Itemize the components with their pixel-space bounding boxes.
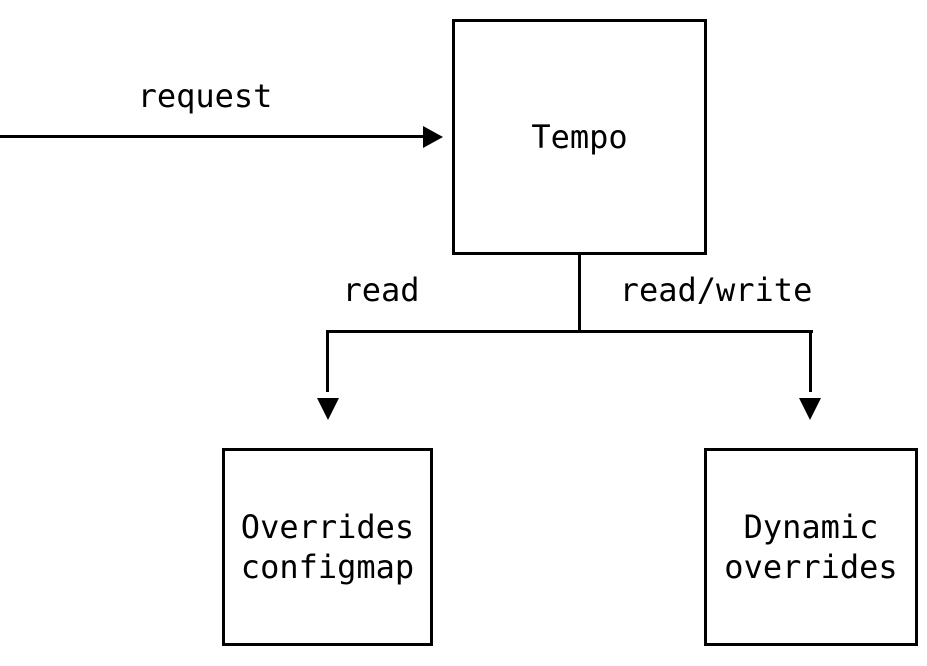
node-dynamic-overrides-label: Dynamic overrides xyxy=(724,508,898,586)
arrowhead-down-right-icon xyxy=(799,398,821,420)
request-edge-line xyxy=(0,135,424,138)
node-tempo-label: Tempo xyxy=(531,118,628,156)
node-overrides-configmap-label: Overrides configmap xyxy=(240,508,415,586)
read-branch-line xyxy=(326,330,329,392)
node-tempo: Tempo xyxy=(452,19,707,255)
edge-label-request: request xyxy=(137,77,273,115)
read-write-branch-line xyxy=(809,330,812,392)
branch-connector-line xyxy=(326,330,813,333)
tempo-stem-line xyxy=(578,255,581,333)
arrowhead-down-left-icon xyxy=(317,398,339,420)
node-dynamic-overrides: Dynamic overrides xyxy=(704,448,918,646)
node-overrides-configmap: Overrides configmap xyxy=(222,448,433,646)
arrowhead-right-icon xyxy=(423,126,443,148)
edge-label-read-write: read/write xyxy=(619,271,813,309)
edge-label-read: read xyxy=(342,271,420,309)
